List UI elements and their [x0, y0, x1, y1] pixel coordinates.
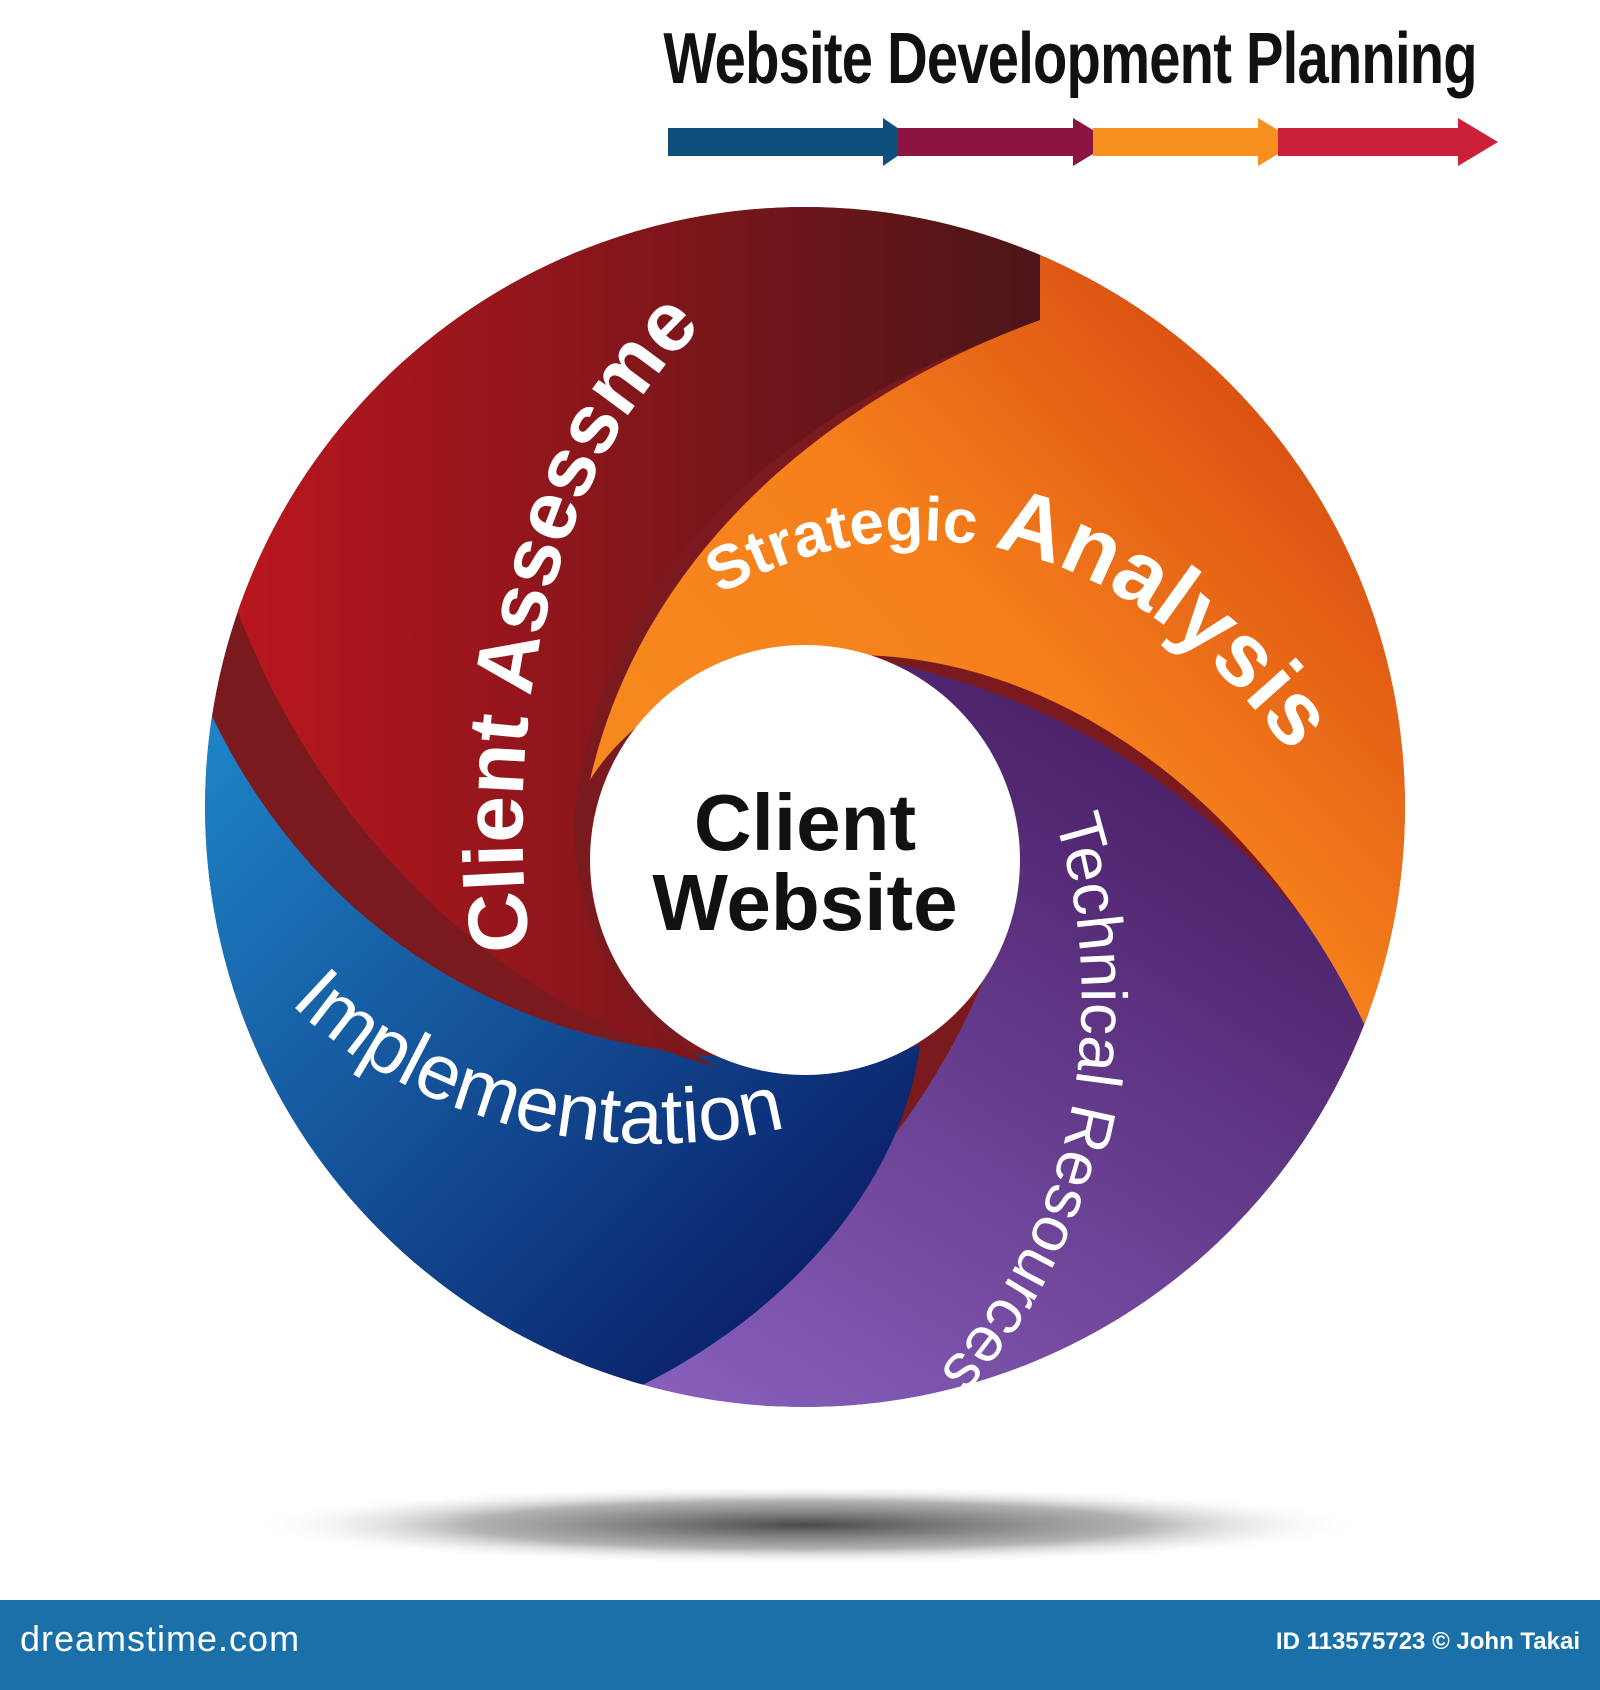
segment-strategic-analysis: [590, 207, 1405, 1060]
diagram-title: Website Development Planning: [663, 19, 1477, 99]
center-label-line1: Client: [694, 778, 916, 867]
center-label-line2: Website: [652, 858, 957, 947]
footer-bar: dreamstime.com ID 113575723 © John Takai: [0, 1600, 1600, 1690]
title-arrow-strip: [668, 118, 1498, 166]
footer-site[interactable]: dreamstime.com: [20, 1618, 301, 1659]
center-hub: [590, 645, 1020, 1075]
footer-credit: ID 113575723 © John Takai: [1275, 1628, 1580, 1655]
title-arrow-2: [898, 118, 1113, 166]
title-arrow-3: [1093, 118, 1298, 166]
swirl-diagram: Client Website Client Assessment Strateg…: [205, 207, 1405, 1565]
title-arrow-4: [1278, 118, 1498, 166]
title-arrow-1: [668, 118, 918, 166]
disc-shadow: [245, 1485, 1365, 1565]
segment-technical-resources: [205, 655, 1405, 1407]
segment-client-assessment: [205, 207, 1050, 1068]
